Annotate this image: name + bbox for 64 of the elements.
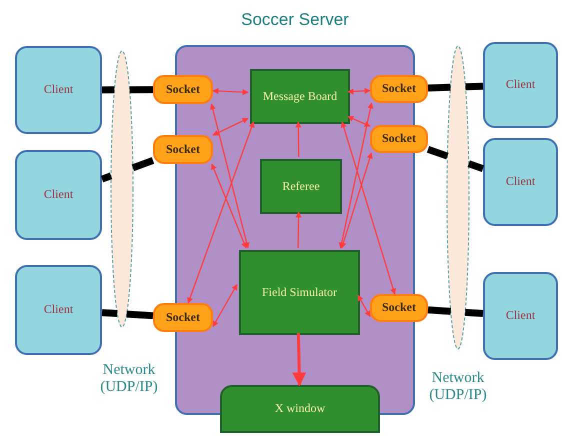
client-box xyxy=(15,46,102,134)
module-box xyxy=(239,250,360,335)
arrow xyxy=(295,121,302,157)
display-label: X window xyxy=(274,402,326,416)
client-label: Client xyxy=(506,309,536,323)
client-box xyxy=(15,150,102,240)
client-label: Client xyxy=(44,83,74,97)
client-box xyxy=(483,138,558,226)
arrow xyxy=(340,152,373,249)
network-label: Network (UDP/IP) xyxy=(428,370,488,403)
arrow xyxy=(210,103,250,249)
connection-line xyxy=(130,86,154,94)
socket-label: Socket xyxy=(166,142,200,156)
connection-line xyxy=(426,146,449,160)
client-label: Client xyxy=(506,78,536,92)
connection-line xyxy=(102,86,114,94)
module-box xyxy=(250,69,350,124)
arrow xyxy=(357,294,371,317)
network-ellipse xyxy=(446,45,470,350)
socket-box xyxy=(370,125,428,153)
socket-label: Socket xyxy=(382,132,416,146)
panel-title: Soccer Server xyxy=(240,11,350,30)
socket-label: Socket xyxy=(382,82,416,96)
socket-box xyxy=(153,75,213,104)
module-label: Message Board xyxy=(262,90,338,104)
client-box xyxy=(483,272,558,360)
client-box xyxy=(483,42,558,128)
socket-box xyxy=(370,75,428,103)
arrow xyxy=(187,121,254,304)
socket-box xyxy=(153,303,213,332)
connection-line xyxy=(100,172,112,182)
arrow xyxy=(292,332,306,386)
arrow xyxy=(296,211,302,248)
connection-line xyxy=(468,160,484,172)
arrow xyxy=(347,116,371,127)
arrow xyxy=(212,284,238,328)
socket-label: Socket xyxy=(166,310,200,324)
arrow xyxy=(211,163,247,249)
network-label: Network (UDP/IP) xyxy=(99,362,159,395)
arrow xyxy=(212,88,249,96)
network-ellipse xyxy=(110,50,134,328)
arrow xyxy=(347,88,371,94)
arrow xyxy=(212,118,249,136)
socket-label: Socket xyxy=(166,82,200,96)
socket-box xyxy=(153,135,213,164)
client-label: Client xyxy=(44,188,74,202)
connection-line xyxy=(428,306,451,315)
module-box xyxy=(260,159,342,214)
connection-line xyxy=(126,310,154,320)
connection-line xyxy=(102,309,118,318)
socket-box xyxy=(370,294,428,322)
client-box xyxy=(15,265,102,355)
connection-line xyxy=(464,308,484,318)
arrow xyxy=(340,121,396,295)
arrow xyxy=(338,102,374,249)
client-label: Client xyxy=(44,303,74,317)
client-label: Client xyxy=(506,175,536,189)
connection-line xyxy=(428,84,451,92)
module-label: Referee xyxy=(281,180,321,194)
module-label: Field Simulator xyxy=(261,286,338,300)
display-box xyxy=(220,385,380,433)
connection-line xyxy=(132,157,154,172)
connection-line xyxy=(465,82,484,90)
socket-label: Socket xyxy=(382,301,416,315)
